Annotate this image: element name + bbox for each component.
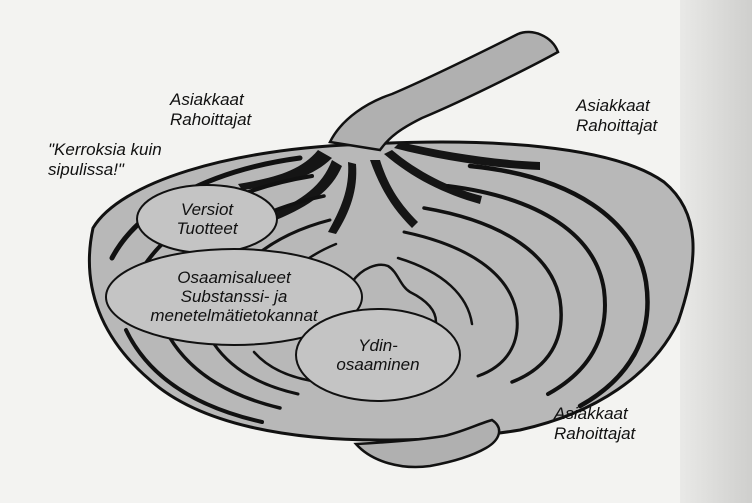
core-text: Ydin- osaaminen: [318, 336, 438, 374]
top-left-label: Asiakkaat Rahoittajat: [170, 90, 251, 130]
top-right-label: Asiakkaat Rahoittajat: [576, 96, 657, 136]
versions-text: Versiot Tuotteet: [147, 200, 267, 238]
onion-stem: [330, 32, 558, 150]
bottom-right-label: Asiakkaat Rahoittajat: [554, 404, 635, 444]
competence-text: Osaamisalueet Substanssi- ja menetelmäti…: [114, 268, 354, 325]
quote-label: "Kerroksia kuin sipulissa!": [48, 140, 162, 180]
